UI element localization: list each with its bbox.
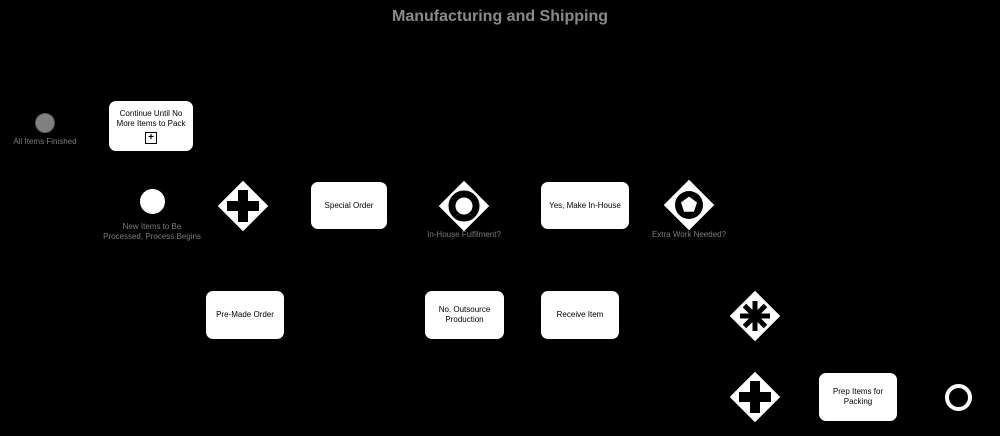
event-based-gateway-label: Extra Work Needed? — [651, 230, 727, 239]
task-premade-order-label: Pre-Made Order — [216, 310, 274, 319]
task-no-outsource-label: No. Outsource Production — [438, 305, 491, 324]
start-event-new-items[interactable] — [139, 188, 166, 215]
plus-icon — [739, 381, 771, 413]
task-special-order[interactable]: Special Order — [310, 181, 388, 230]
plus-icon — [227, 190, 259, 222]
task-premade-order[interactable]: Pre-Made Order — [205, 290, 285, 340]
inclusive-circle-icon — [448, 190, 480, 222]
subprocess-plus-icon: + — [145, 131, 157, 144]
complex-gateway[interactable] — [728, 289, 782, 343]
task-no-outsource[interactable]: No. Outsource Production — [424, 290, 505, 340]
task-special-order-label: Special Order — [324, 200, 374, 210]
parallel-gateway-2[interactable] — [728, 370, 782, 424]
end-event[interactable] — [945, 384, 972, 411]
start-event-label: New Items to Be Processed, Process Begin… — [103, 222, 201, 242]
subprocess-continue-until-label: Continue Until No More Items to Pack — [116, 108, 186, 128]
parallel-gateway-1[interactable] — [216, 179, 270, 233]
gateway-diamond — [437, 179, 491, 233]
task-prep-items-label: Prep Items for Packing — [832, 387, 884, 406]
task-yes-make-inhouse[interactable]: Yes, Make In-House — [540, 181, 630, 230]
task-yes-make-inhouse-label: Yes, Make In-House — [549, 200, 621, 210]
task-receive-item-label: Receive Item — [556, 310, 604, 319]
subprocess-continue-until[interactable]: Continue Until No More Items to Pack + — [108, 100, 194, 152]
asterisk-icon — [740, 301, 770, 331]
diagram-title: Manufacturing and Shipping — [392, 8, 608, 25]
event-all-items-finished-label: All Items Finished — [13, 137, 77, 146]
pentagon-icon — [679, 195, 699, 213]
task-prep-items[interactable]: Prep Items for Packing — [818, 372, 898, 422]
inclusive-gateway-label: In-House Fulfilment? — [427, 230, 501, 239]
inclusive-gateway-inhouse[interactable] — [437, 179, 491, 233]
event-based-gateway-extra-work[interactable] — [662, 178, 716, 232]
task-receive-item[interactable]: Receive Item — [540, 290, 620, 340]
event-all-items-finished[interactable] — [35, 113, 55, 133]
